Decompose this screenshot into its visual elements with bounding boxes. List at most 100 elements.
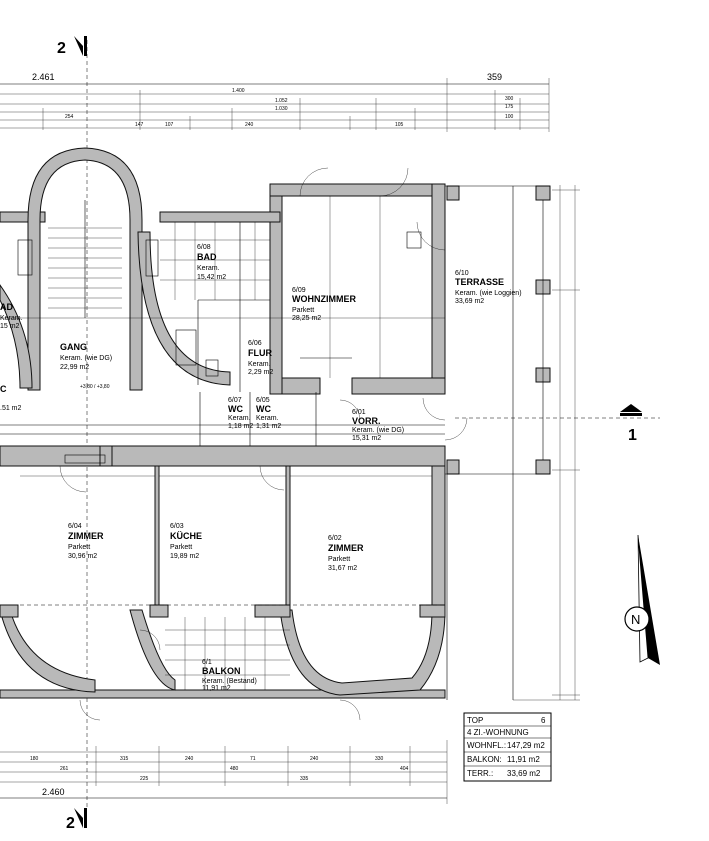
top-right-dimension: 359 xyxy=(487,72,502,82)
svg-text:71: 71 xyxy=(250,756,256,762)
room-zimmer-1: 6/04 ZIMMER Parkett 30,96 m2 xyxy=(68,523,104,560)
svg-text:6/05: 6/05 xyxy=(256,397,270,404)
svg-text:240: 240 xyxy=(185,756,194,762)
svg-text:11,91 m2: 11,91 m2 xyxy=(202,685,231,692)
staircase xyxy=(48,200,122,318)
room-flur: 6/06 FLUR Keram. 2,29 m2 xyxy=(248,340,273,376)
svg-text:1.400: 1.400 xyxy=(232,88,245,94)
room-balkon: 6/1 BALKON Keram. (Bestand) 11,91 m2 xyxy=(202,659,257,692)
svg-text:FLUR: FLUR xyxy=(248,348,272,358)
svg-text:ZIMMER: ZIMMER xyxy=(328,543,364,553)
svg-text:BAD: BAD xyxy=(197,252,217,262)
title-top: TOP xyxy=(467,716,483,725)
svg-text:AD: AD xyxy=(0,302,13,312)
svg-text:6/09: 6/09 xyxy=(292,287,306,294)
room-wc-1: 6/07 WC Keram. 1,18 m2 xyxy=(228,397,253,430)
title-row-value: 33,69 m2 xyxy=(507,769,541,778)
svg-text:100: 100 xyxy=(505,114,514,120)
svg-text:C: C xyxy=(0,384,7,394)
room-zimmer-2: 6/02 ZIMMER Parkett 31,67 m2 xyxy=(328,535,364,572)
svg-text:28,25 m2: 28,25 m2 xyxy=(292,315,321,322)
svg-text:Parkett: Parkett xyxy=(292,307,314,314)
svg-text:1,31 m2: 1,31 m2 xyxy=(256,423,281,430)
svg-text:6/08: 6/08 xyxy=(197,244,211,251)
svg-text:404: 404 xyxy=(400,766,409,772)
svg-text:22,99 m2: 22,99 m2 xyxy=(60,364,89,371)
svg-text:Keram.: Keram. xyxy=(0,315,23,322)
svg-text:254: 254 xyxy=(65,114,74,120)
svg-text:Keram. (wie Loggien): Keram. (wie Loggien) xyxy=(455,290,522,297)
bottom-dimension-lines: 180 315 240 71 240 330 261 480 404 225 3… xyxy=(0,740,448,804)
title-row-label: WOHNFL.: xyxy=(467,741,506,750)
svg-text:19,89 m2: 19,89 m2 xyxy=(170,553,199,560)
svg-text:Keram. (wie DG): Keram. (wie DG) xyxy=(352,427,404,434)
svg-text:1,18 m2: 1,18 m2 xyxy=(228,423,253,430)
svg-text:30,96 m2: 30,96 m2 xyxy=(68,553,97,560)
svg-text:1.052: 1.052 xyxy=(275,98,288,104)
room-vorraum: 6/01 VORR. Keram. (wie DG) 15,31 m2 xyxy=(352,409,404,442)
svg-text:WC: WC xyxy=(256,404,271,414)
svg-text:6/10: 6/10 xyxy=(455,270,469,277)
title-type: 4 ZI.-WOHNUNG xyxy=(467,728,529,737)
svg-text:335: 335 xyxy=(300,776,309,782)
svg-text:Keram.: Keram. xyxy=(228,415,251,422)
section-label-bottom: 2 xyxy=(66,815,75,832)
svg-text:6/03: 6/03 xyxy=(170,523,184,530)
room-wc-2: 6/05 WC Keram. 1,31 m2 xyxy=(256,397,281,430)
svg-text:WOHNZIMMER: WOHNZIMMER xyxy=(292,294,356,304)
svg-text:315: 315 xyxy=(120,756,129,762)
svg-text:480: 480 xyxy=(230,766,239,772)
title-row-label: TERR.: xyxy=(467,769,493,778)
title-block: TOP 6 4 ZI.-WOHNUNG WOHNFL.: 147,29 m2 B… xyxy=(463,712,552,782)
svg-text:.51 m2: .51 m2 xyxy=(0,405,22,412)
svg-text:300: 300 xyxy=(505,96,514,102)
svg-text:GANG: GANG xyxy=(60,342,87,352)
svg-text:107: 107 xyxy=(165,122,174,128)
svg-text:TERRASSE: TERRASSE xyxy=(455,277,504,287)
section-label-right: 1 xyxy=(628,427,637,444)
north-arrow: N xyxy=(624,534,660,665)
svg-text:WC: WC xyxy=(228,404,243,414)
svg-text:Keram.: Keram. xyxy=(256,415,279,422)
room-labels: 6/08 BAD Keram. 15,42 m2 6/09 WOHNZIMMER… xyxy=(0,244,522,692)
svg-text:Parkett: Parkett xyxy=(68,544,90,551)
svg-text:Parkett: Parkett xyxy=(170,544,192,551)
svg-text:Keram. (Bestand): Keram. (Bestand) xyxy=(202,678,257,685)
title-row-value: 11,91 m2 xyxy=(507,755,540,764)
walls xyxy=(0,147,551,699)
svg-text:2,29 m2: 2,29 m2 xyxy=(248,369,273,376)
svg-text:KÜCHE: KÜCHE xyxy=(170,531,202,541)
svg-text:6/06: 6/06 xyxy=(248,340,262,347)
svg-text:180: 180 xyxy=(30,756,39,762)
svg-text:6/02: 6/02 xyxy=(328,535,342,542)
level-note: +3,80 / +3,80 xyxy=(80,384,110,390)
svg-text:ZIMMER: ZIMMER xyxy=(68,531,104,541)
room-gang: GANG Keram. (wie DG) 22,99 m2 xyxy=(60,342,112,371)
title-top-number: 6 xyxy=(541,716,546,725)
svg-text:6/04: 6/04 xyxy=(68,523,82,530)
svg-text:Keram.: Keram. xyxy=(248,361,271,368)
svg-text:6/1: 6/1 xyxy=(202,659,212,666)
title-row-label: BALKON: xyxy=(467,755,502,764)
svg-text:Keram.: Keram. xyxy=(197,265,220,272)
section-line-1: 1 xyxy=(455,404,660,444)
bottom-total-dimension: 2.460 xyxy=(42,787,65,797)
north-arrow-label: N xyxy=(631,612,640,627)
svg-text:175: 175 xyxy=(505,104,514,110)
svg-text:15 m2: 15 m2 xyxy=(0,323,20,330)
svg-text:15,42 m2: 15,42 m2 xyxy=(197,274,226,281)
section-label-top: 2 xyxy=(57,40,66,57)
svg-text:6/07: 6/07 xyxy=(228,397,242,404)
svg-text:105: 105 xyxy=(395,122,404,128)
right-dimension-lines xyxy=(513,185,580,701)
svg-text:240: 240 xyxy=(245,122,254,128)
top-dimension-lines: 1.400 1.052 1.030 254 147 107 240 105 30… xyxy=(0,72,550,132)
svg-text:BALKON: BALKON xyxy=(202,666,241,676)
svg-text:225: 225 xyxy=(140,776,149,782)
partial-left-labels: AD Keram. 15 m2 C .51 m2 xyxy=(0,302,23,412)
top-total-dimension: 2.461 xyxy=(32,72,55,82)
svg-text:33,69 m2: 33,69 m2 xyxy=(455,298,484,305)
svg-text:1.030: 1.030 xyxy=(275,106,288,112)
svg-text:Keram. (wie DG): Keram. (wie DG) xyxy=(60,355,112,362)
